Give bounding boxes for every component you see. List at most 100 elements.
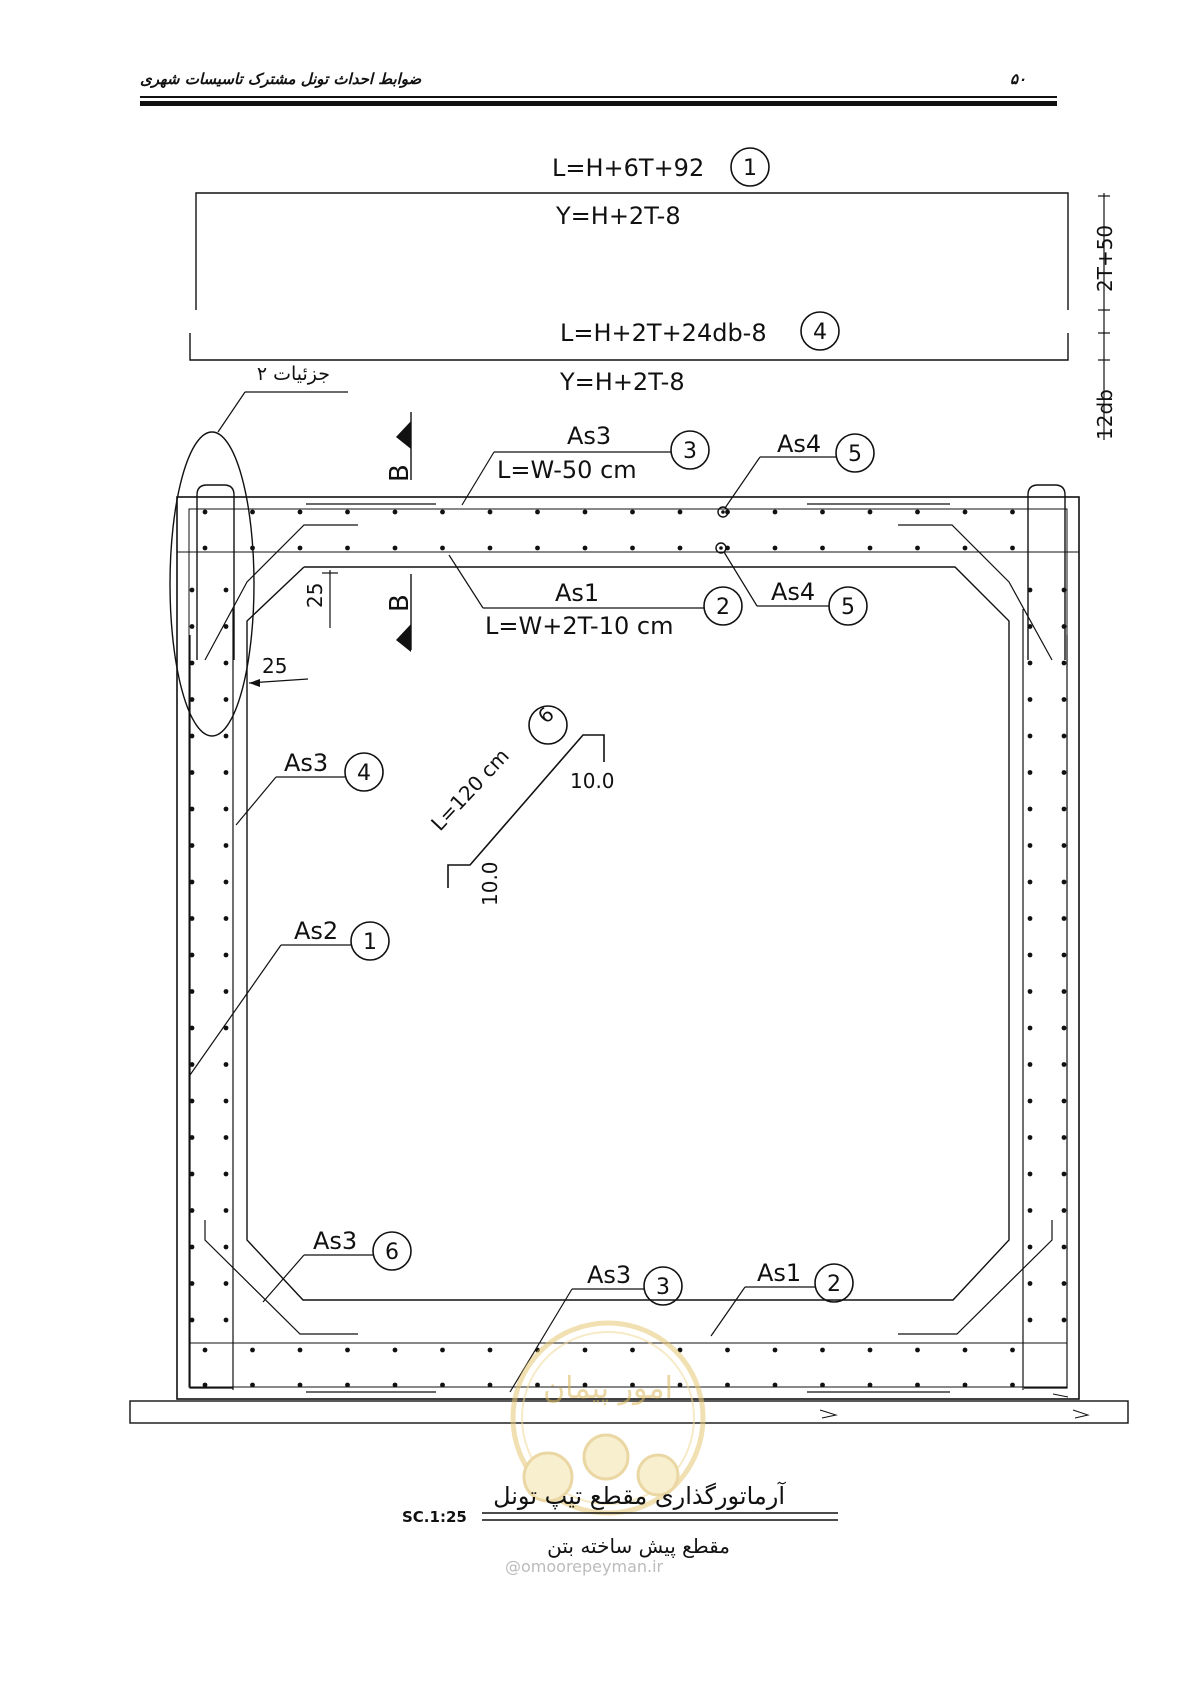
rebar-dot xyxy=(297,1382,303,1388)
rebar-dot xyxy=(223,624,229,629)
rebar-dot xyxy=(1061,806,1067,812)
rebar-dot xyxy=(487,509,493,515)
bot-as1-num: 2 xyxy=(827,1272,841,1297)
bot-as3-num: 3 xyxy=(656,1275,670,1300)
rebar-dot xyxy=(345,1382,350,1388)
rebar-dot xyxy=(223,1244,229,1250)
top-as3-num: 3 xyxy=(683,439,697,464)
rebar-dot xyxy=(1010,545,1015,551)
rebar-dot xyxy=(440,1382,445,1388)
bar4-circle xyxy=(800,311,840,351)
bar1-y: Y=H+2T-8 xyxy=(555,202,681,230)
rebar-dot xyxy=(223,1171,229,1177)
callout-bot-as1: As1 2 xyxy=(710,1259,854,1337)
rebar-dot xyxy=(1061,989,1067,994)
bar4-shape xyxy=(189,333,1069,361)
rebar-dot xyxy=(189,697,195,702)
rebar-dot xyxy=(772,545,778,551)
bar4-formula: L=H+2T+24db-8 xyxy=(560,319,767,347)
rebar-dot xyxy=(772,1382,778,1388)
rebar-dot xyxy=(1061,770,1067,775)
caption-title: آرماتورگذاری مقطع تیپ تونل xyxy=(493,1481,786,1510)
wall-as3-num: 4 xyxy=(357,761,371,786)
rebar-dot xyxy=(223,697,229,702)
rebar-dot xyxy=(189,989,195,994)
hairpin-hook-right: 10.0 xyxy=(570,769,615,793)
inner-rebar-loop xyxy=(246,566,1010,1301)
rebar-dot xyxy=(677,1382,683,1388)
rebar-dot xyxy=(223,1208,229,1213)
rebar-dot xyxy=(223,879,229,885)
section-mark-bottom: B xyxy=(385,594,415,612)
rebar-dot xyxy=(535,545,540,551)
as4-top-bar xyxy=(717,506,729,518)
rebar-dot xyxy=(1027,806,1033,812)
rebar-dot xyxy=(1061,843,1067,848)
rebar-dot xyxy=(189,733,195,739)
rebar-dot xyxy=(915,1347,920,1353)
rebar-dot xyxy=(1061,1317,1067,1323)
page-number: ۵۰ xyxy=(1010,70,1027,88)
rebar-dot xyxy=(189,916,195,921)
rebar-dot xyxy=(1061,1135,1067,1140)
rebar-dot xyxy=(223,1317,229,1323)
mid-as1-num: 2 xyxy=(716,595,730,620)
rebar-dot xyxy=(1027,733,1033,739)
rebar-dot xyxy=(1027,1062,1033,1067)
callout-top-as4: As4 5 xyxy=(724,430,875,509)
rebar-dot xyxy=(250,509,255,515)
rebar-dot xyxy=(820,1347,825,1353)
haunch-bar-tl xyxy=(204,524,358,661)
detail-ellipse xyxy=(169,431,255,737)
rebar-dot xyxy=(1027,1098,1033,1104)
rebar-dot xyxy=(189,806,195,812)
rebar-dot xyxy=(223,1098,229,1104)
detail-2-callout: جزئیات ۲ xyxy=(169,363,348,737)
rebar-dot xyxy=(1061,1171,1067,1177)
rebar-dot xyxy=(1027,989,1033,994)
rebar-dot xyxy=(582,545,588,551)
wall-bar-left xyxy=(189,635,233,1389)
rebar-dot xyxy=(223,660,229,666)
rebar-dot xyxy=(1061,879,1067,885)
bar4-num: 4 xyxy=(813,320,827,345)
rebar-dot xyxy=(1027,1281,1033,1286)
rebar-dot xyxy=(820,545,825,551)
mid-as1-label: As1 xyxy=(555,579,599,607)
top-as3-length: L=W-50 cm xyxy=(497,456,637,484)
rebar-dot xyxy=(1027,697,1033,702)
rebar-dot xyxy=(189,1244,195,1250)
callout-wall-as3: As3 4 xyxy=(235,749,384,826)
bar4-y: Y=H+2T-8 xyxy=(559,368,685,396)
rebar-dot xyxy=(297,509,303,515)
rebar-dot xyxy=(223,1135,229,1140)
rebar-dot xyxy=(189,1025,195,1031)
rebar-dot xyxy=(223,952,229,958)
header-rule-thin xyxy=(140,96,1057,98)
hook-bar-tl xyxy=(196,484,235,660)
rebar-dot xyxy=(487,1347,493,1353)
rebar-dot xyxy=(1061,660,1067,666)
rebar-dot xyxy=(1027,916,1033,921)
hairpin-length: L=120 cm xyxy=(426,744,514,836)
rebar-dot xyxy=(223,1025,229,1031)
rebar-dot xyxy=(915,509,920,515)
rebar-dot xyxy=(1010,1382,1015,1388)
rebar-dot xyxy=(1027,1208,1033,1213)
rebar-dot xyxy=(189,1135,195,1140)
rebar-dot xyxy=(189,1171,195,1177)
hairpin-bar: L=120 cm 6 10.0 10.0 xyxy=(426,702,614,906)
callout-mid-as4: As4 5 xyxy=(723,551,868,626)
rebar-dot xyxy=(1061,916,1067,921)
rebar-dot xyxy=(223,733,229,739)
rebar-dot xyxy=(1027,879,1033,885)
dimension-25: 25 25 xyxy=(248,570,338,687)
bot-as1-label: As1 xyxy=(757,1259,801,1287)
wall-bar-right xyxy=(1024,635,1068,1389)
rebar-dot xyxy=(202,509,208,515)
rebar-dot xyxy=(1061,1025,1067,1031)
haunch-bar-bl xyxy=(204,1220,358,1335)
rebar-dot xyxy=(725,1382,730,1388)
callout-top-as3: As3 L=W-50 cm 3 xyxy=(461,422,710,506)
rebar-dot xyxy=(1061,1208,1067,1213)
